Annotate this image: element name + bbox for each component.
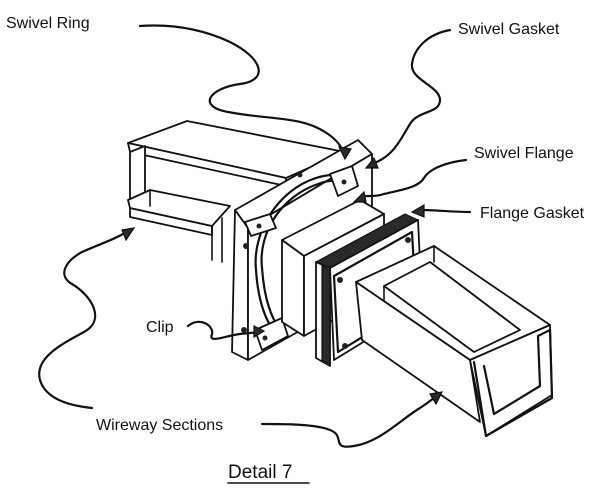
swivel-ring-leader (138, 24, 347, 157)
label-clip: Clip (146, 319, 174, 336)
caption-detail: Detail 7 (228, 462, 292, 483)
swivel-flange-leader (358, 158, 468, 200)
wireway-right-leader (260, 394, 438, 448)
clip-leader (186, 320, 260, 341)
clip-upper-right (329, 165, 359, 197)
flange-gasket-leader (418, 208, 472, 214)
left-wireway-section (127, 120, 346, 263)
leader-lines (38, 24, 472, 448)
clip-bottom (254, 317, 289, 351)
label-swivel-flange: Swivel Flange (474, 145, 574, 162)
wireway-left-leader (38, 230, 128, 410)
label-swivel-gasket: Swivel Gasket (458, 21, 560, 38)
label-swivel-ring: Swivel Ring (6, 15, 90, 32)
label-wireway-sections: Wireway Sections (96, 417, 223, 434)
right-wireway-section (355, 245, 554, 438)
swivel-gasket-leader (370, 28, 452, 166)
label-flange-gasket: Flange Gasket (480, 205, 585, 222)
clip-top (244, 213, 277, 237)
